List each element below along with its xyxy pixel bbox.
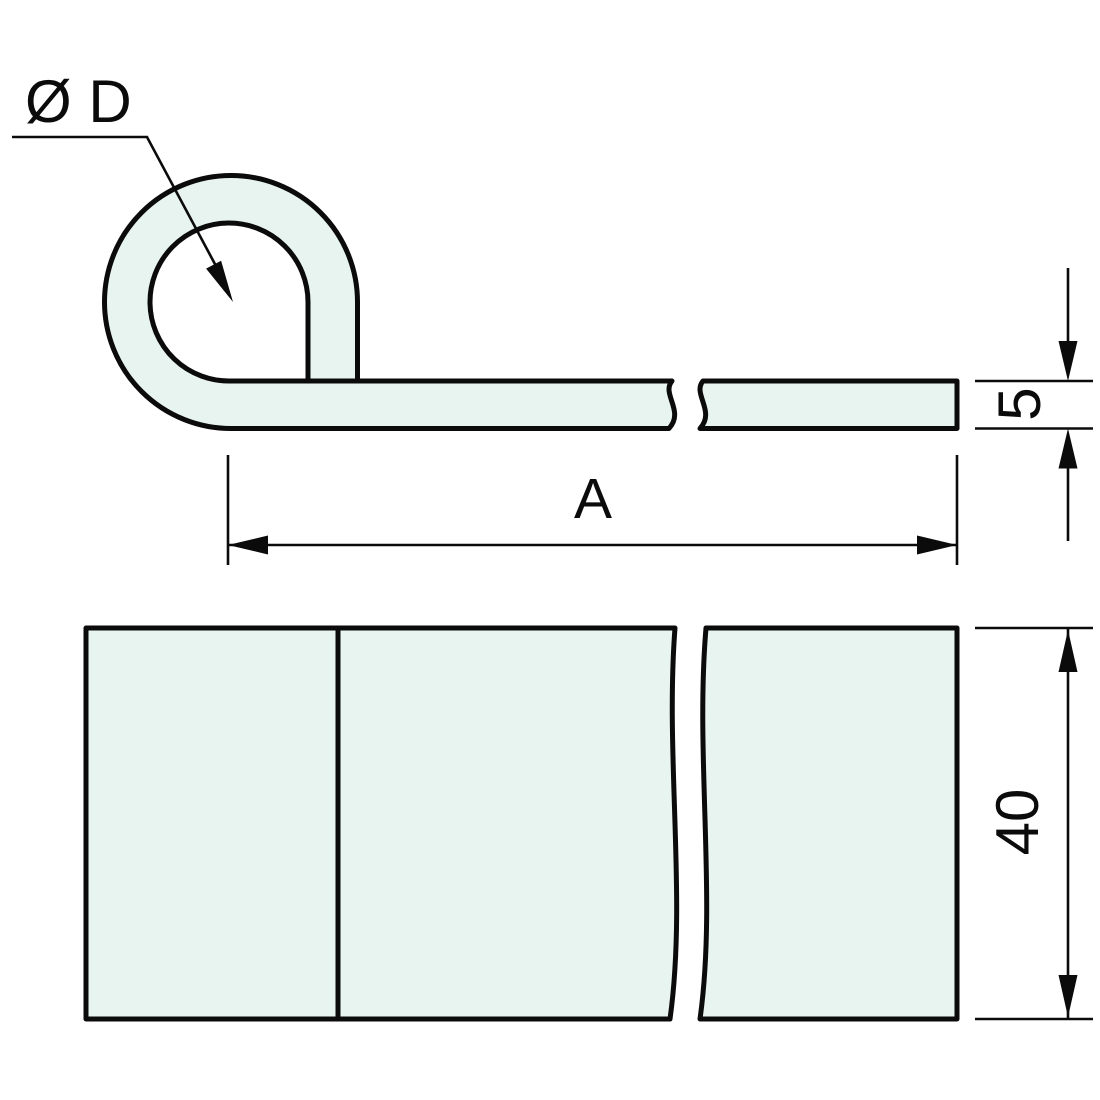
thickness-arrowhead-top-icon bbox=[1058, 341, 1078, 381]
length-arrowhead-right-icon bbox=[917, 535, 957, 555]
diameter-leader-arrowhead-icon bbox=[206, 260, 233, 302]
thickness-label: 5 bbox=[986, 387, 1053, 420]
length-label: A bbox=[574, 467, 612, 531]
plan-view bbox=[83, 625, 960, 1022]
thickness-dimension: 5 bbox=[975, 268, 1093, 541]
width-dimension: 40 bbox=[975, 626, 1093, 1021]
diameter-dimension: Ø D bbox=[12, 68, 233, 302]
profile-bar-right bbox=[697, 378, 960, 431]
width-label: 40 bbox=[984, 789, 1051, 856]
width-arrowhead-bottom-icon bbox=[1058, 975, 1078, 1017]
length-dimension: A bbox=[226, 455, 959, 565]
side-view bbox=[102, 173, 960, 431]
plan-strip-right bbox=[697, 625, 960, 1022]
width-arrowhead-top-icon bbox=[1058, 630, 1078, 672]
thickness-arrowhead-bottom-icon bbox=[1058, 428, 1078, 469]
diameter-label: Ø D bbox=[25, 68, 132, 135]
profile-loop-and-bar-left bbox=[102, 173, 678, 431]
diameter-leader-line bbox=[12, 135, 218, 267]
plan-strip-left bbox=[83, 625, 680, 1022]
length-arrowhead-left-icon bbox=[228, 535, 268, 555]
